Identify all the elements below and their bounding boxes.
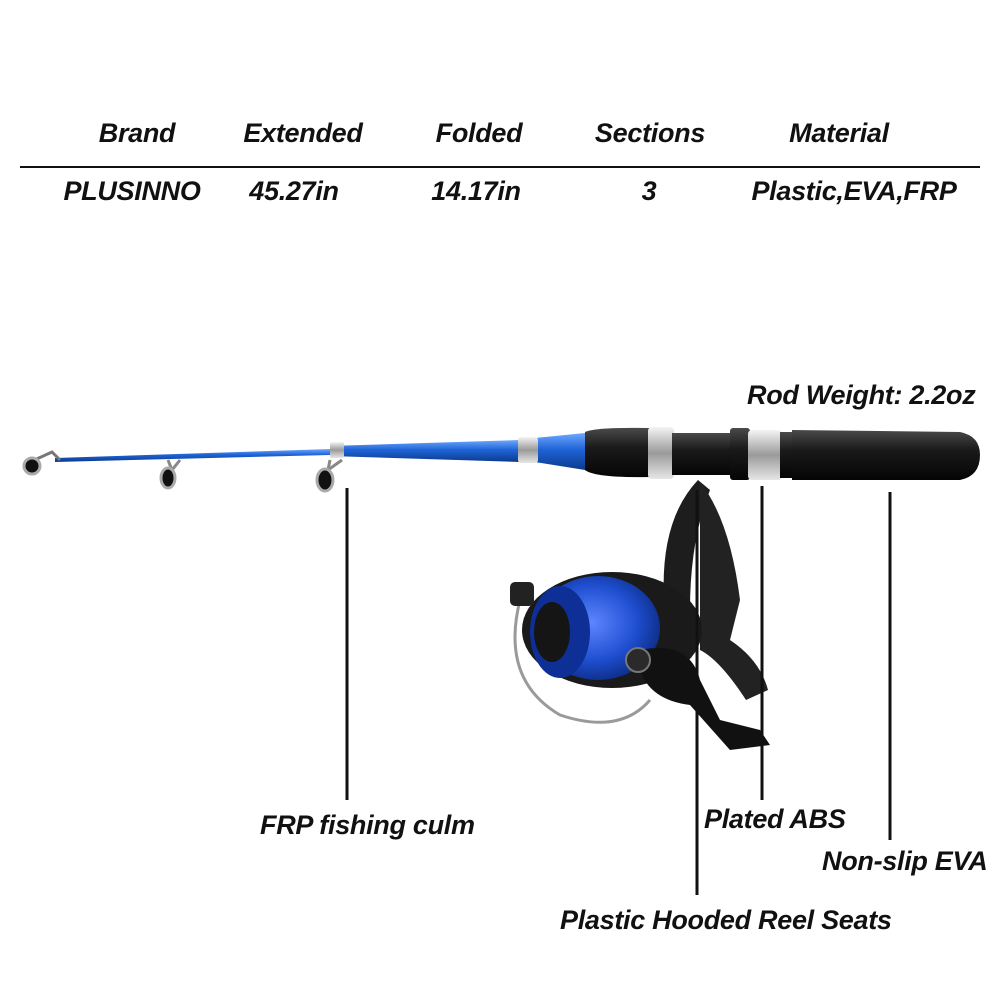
value-sections: 3 (641, 176, 657, 206)
spinning-reel (510, 480, 770, 750)
value-folded: 14.17in (431, 176, 521, 206)
non-slip-eva-label: Non-slip EVA (822, 846, 988, 876)
plated-abs-label: Plated ABS (704, 804, 846, 834)
value-material: Plastic,EVA,FRP (751, 176, 957, 206)
callout-lines (345, 486, 892, 895)
rod-weight-label: Rod Weight: 2.2oz (747, 380, 976, 410)
fore-grip (585, 427, 674, 479)
rear-grip (780, 430, 980, 480)
reel-seat (672, 428, 782, 480)
value-brand: PLUSINNO (63, 176, 201, 206)
header-material: Material (789, 118, 889, 148)
header-sections: Sections (594, 118, 706, 148)
header-extended: Extended (243, 118, 363, 148)
value-extended: 45.27in (249, 176, 339, 206)
header-brand: Brand (98, 118, 176, 148)
header-folded: Folded (435, 118, 523, 148)
frp-fishing-culm-label: FRP fishing culm (260, 810, 475, 840)
rod-blank (55, 433, 585, 470)
rod-guides (22, 450, 343, 493)
reel-seat-label: Plastic Hooded Reel Seats (560, 905, 892, 935)
table-divider (20, 166, 980, 168)
spec-table: Brand Extended Folded Sections Material … (0, 0, 1000, 240)
